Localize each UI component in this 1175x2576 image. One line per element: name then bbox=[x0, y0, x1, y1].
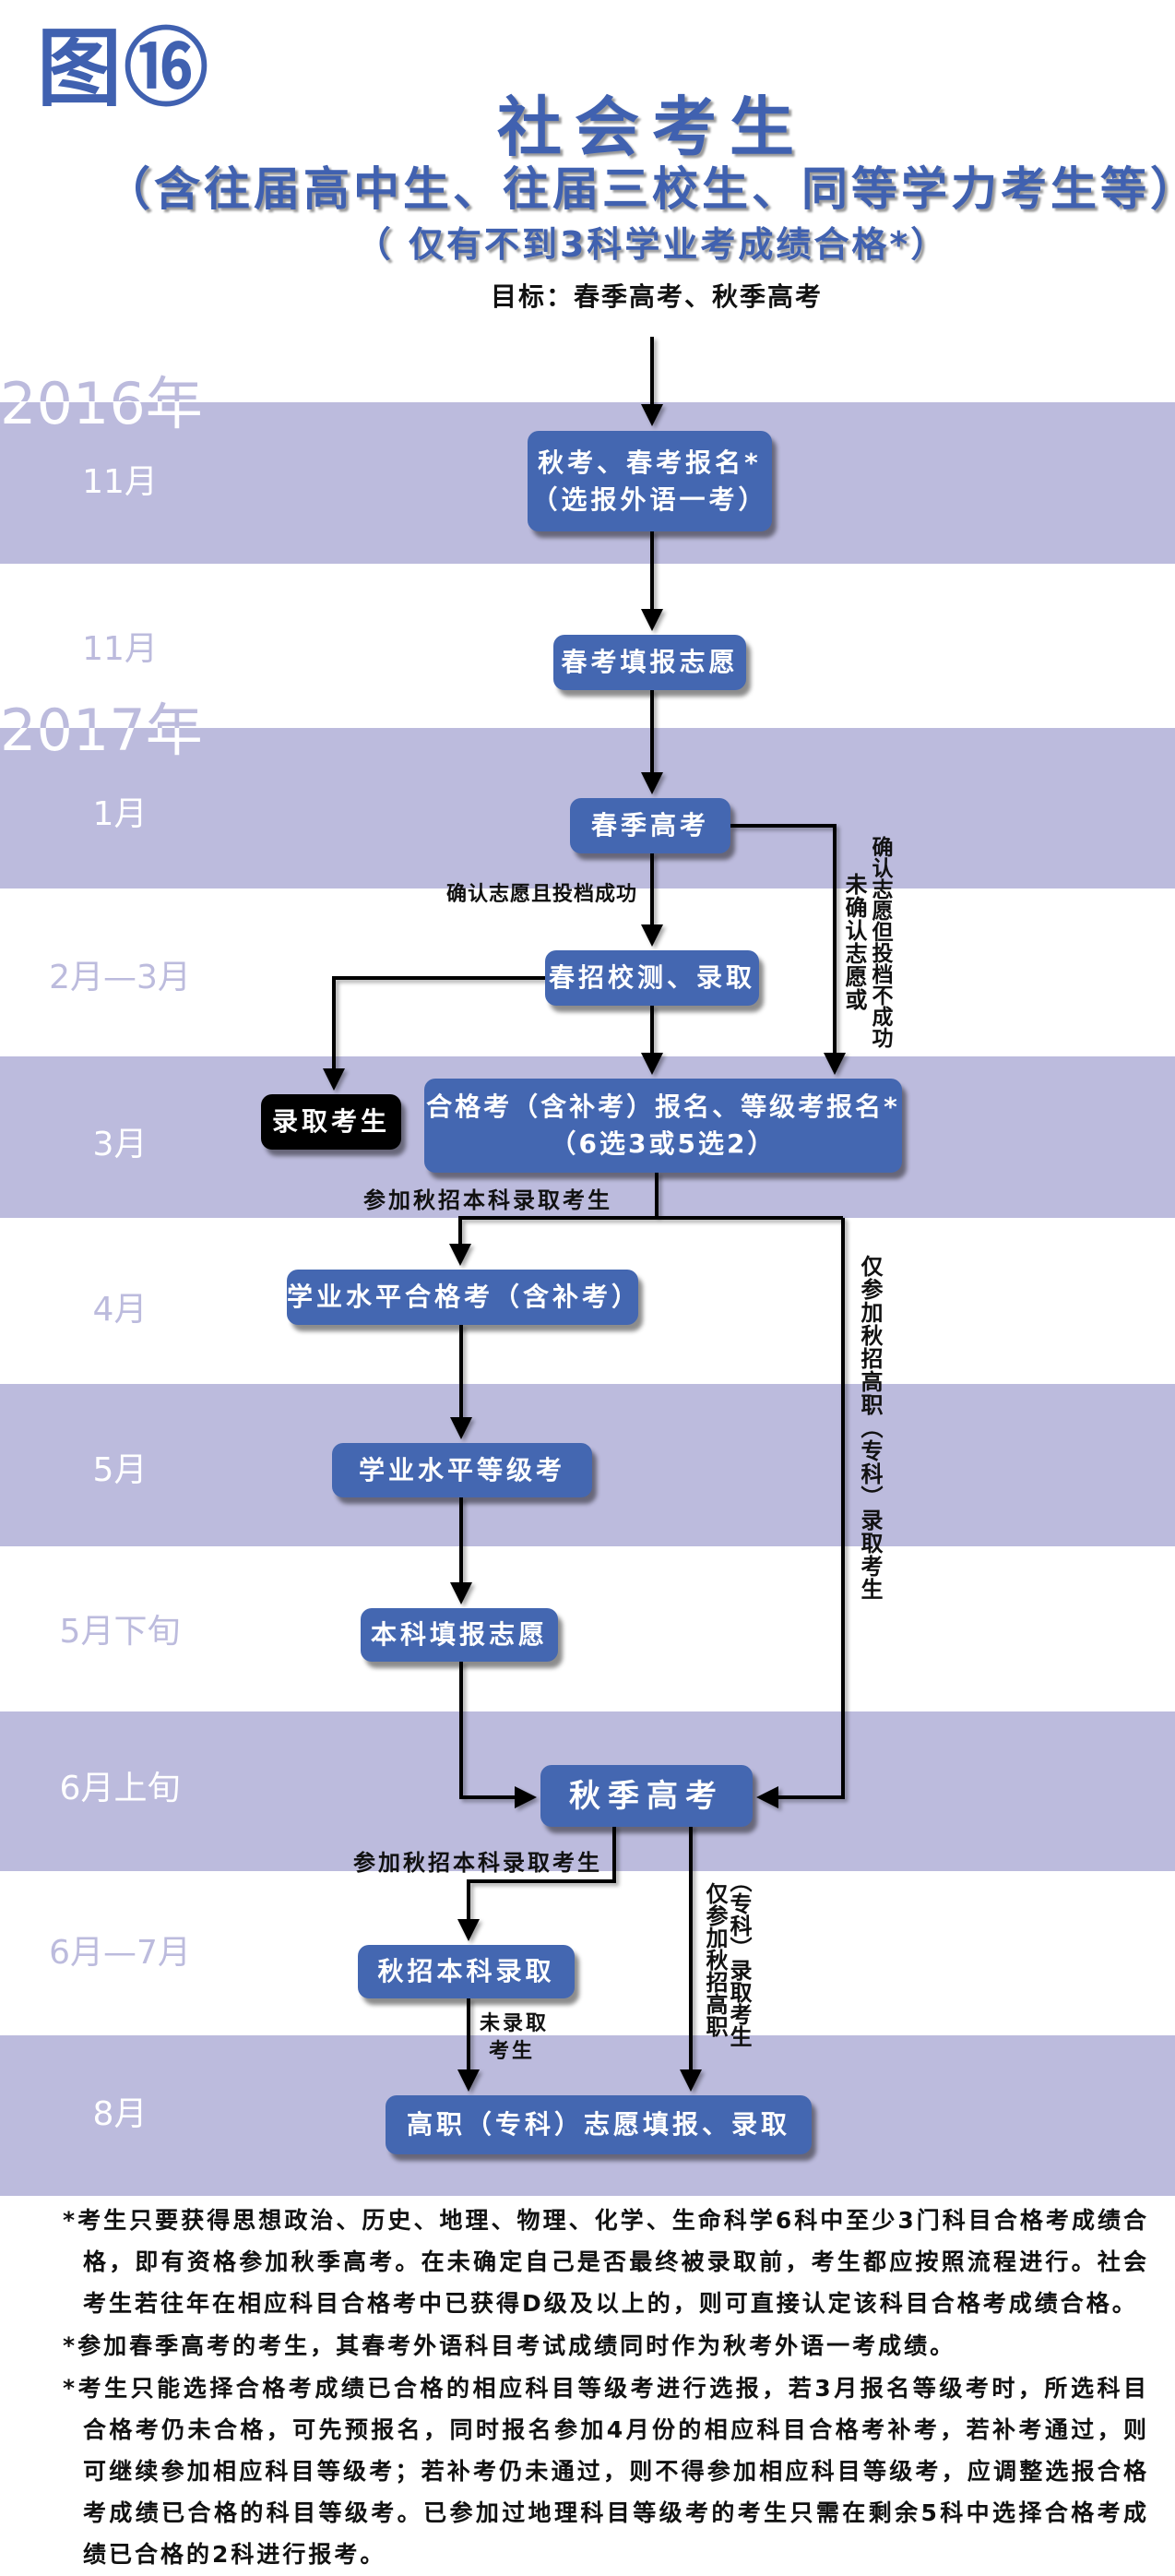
month-label: 5月 bbox=[92, 1451, 148, 1489]
month-label: 1月 bbox=[92, 795, 148, 833]
step-qualify-exam: 学业水平合格考（含补考） bbox=[287, 1270, 638, 1325]
page-condition: （ 仅有不到3科学业考成绩合格*） bbox=[355, 224, 949, 265]
arrow bbox=[457, 1825, 616, 1941]
year-label-2016: 2016年 bbox=[0, 370, 203, 437]
month-label: 4月 bbox=[92, 1291, 148, 1329]
step-vocational-admit: 高职（专科）志愿填报、录取 bbox=[386, 2095, 812, 2154]
page-subtitle: （含往届高中生、往届三校生、同等学力考生等） bbox=[104, 162, 1175, 216]
footnotes: *考生只要获得思想政治、历史、地理、物理、化学、生命科学6科中至少3门科目合格考… bbox=[33, 2200, 1149, 2576]
step-register-line1: 秋考、春考报名* bbox=[538, 447, 762, 478]
footnote: *考生只能选择合格考成绩已合格的相应科目等级考进行选报，若3月报名等级考时，所选… bbox=[63, 2375, 1149, 2568]
edge-label-autumn-bachelor: 参加秋招本科录取考生 bbox=[353, 1850, 602, 1876]
step-qualify-register-line1: 合格考（含补考）报名、等级考报名* bbox=[426, 1091, 900, 1122]
footnote: *参加春季高考的考生，其春考外语科目考试成绩同时作为秋考外语一考成绩。 bbox=[63, 2332, 956, 2359]
month-label: 3月 bbox=[92, 1126, 148, 1163]
edge-label-not-confirmed: 未确认志愿或 bbox=[841, 873, 867, 1011]
figure-label: 图⑯ bbox=[37, 19, 211, 118]
month-label: 11月 bbox=[82, 630, 158, 668]
month-label: 5月下旬 bbox=[59, 1613, 181, 1651]
step-spring-exam: 春季高考 bbox=[570, 798, 730, 853]
arrow bbox=[323, 976, 545, 1091]
month-label: 8月 bbox=[92, 2095, 148, 2133]
step-admitted: 录取考生 bbox=[261, 1094, 401, 1150]
page-title: 社会考生 bbox=[497, 89, 807, 165]
edge-label-vocational-only: 仅参加秋招高职（专科）录取考生 bbox=[857, 1255, 883, 1601]
step-register-line2: （选报外语一考） bbox=[531, 483, 768, 515]
edge-label-not-admitted: 考生 bbox=[489, 2040, 536, 2063]
arrow bbox=[730, 824, 846, 1075]
edge-label-vocational-only-b: （专科）录取考生 bbox=[726, 1870, 752, 2047]
step-qualify-register-line2: （6选3或5选2） bbox=[550, 1128, 777, 1159]
arrow bbox=[459, 1662, 537, 1808]
flow-arrows bbox=[323, 337, 846, 2092]
arrow bbox=[756, 1218, 845, 1808]
step-qualify-register: 合格考（含补考）报名、等级考报名* （6选3或5选2） bbox=[424, 1079, 902, 1173]
edge-label-confirmed-failed: 确认志愿但投档不成功 bbox=[868, 836, 892, 1048]
footnote: *考生只要获得思想政治、历史、地理、物理、化学、生命科学6科中至少3门科目合格考… bbox=[63, 2207, 1149, 2317]
month-label: 6月—7月 bbox=[49, 1934, 191, 1972]
edge-label-autumn-bachelor: 参加秋招本科录取考生 bbox=[363, 1187, 612, 1213]
arrow bbox=[449, 1216, 843, 1266]
step-spring-admit: 春招校测、录取 bbox=[545, 950, 759, 1006]
step-autumn-bachelor-admit: 秋招本科录取 bbox=[358, 1945, 575, 1998]
step-level-exam: 学业水平等级考 bbox=[332, 1443, 592, 1497]
edge-label-not-admitted: 未录取 bbox=[480, 2012, 550, 2035]
year-label-2017: 2017年 bbox=[0, 697, 203, 764]
target-text: 目标：春季高考、秋季高考 bbox=[490, 281, 823, 312]
step-spring-apply: 春考填报志愿 bbox=[553, 635, 746, 690]
edge-label-vocational-only-a: 仅参加秋招高职 bbox=[702, 1882, 728, 2037]
step-bachelor-apply: 本科填报志愿 bbox=[361, 1608, 558, 1662]
step-register: 秋考、春考报名* （选报外语一考） bbox=[528, 431, 772, 531]
month-label: 6月上旬 bbox=[59, 1770, 181, 1807]
edge-label-confirmed: 确认志愿且投档成功 bbox=[446, 883, 638, 906]
step-autumn-exam: 秋季高考 bbox=[540, 1765, 753, 1827]
month-label: 11月 bbox=[82, 463, 158, 501]
month-label: 2月—3月 bbox=[49, 959, 191, 996]
